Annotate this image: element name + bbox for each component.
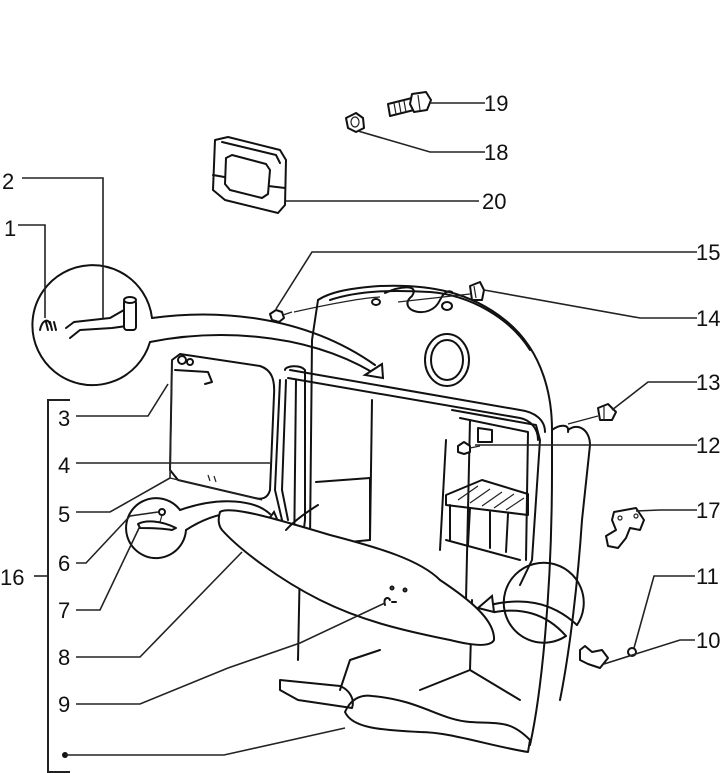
leader-3 xyxy=(76,383,169,417)
hook-part-17 xyxy=(605,507,645,549)
leader-6 xyxy=(76,511,159,564)
callout-8: 8 xyxy=(58,645,71,670)
leader-15 xyxy=(275,251,697,310)
callout-4: 4 xyxy=(58,453,71,478)
door-corner-lead xyxy=(169,477,263,501)
dash-14 xyxy=(397,293,471,303)
callout-10: 10 xyxy=(696,628,720,653)
dash-13 xyxy=(567,415,599,425)
callout-17: 17 xyxy=(696,498,720,523)
callout-12: 12 xyxy=(696,433,720,458)
detail-circle-hinge xyxy=(31,264,385,387)
callout-20: 20 xyxy=(482,189,507,214)
leader-8 xyxy=(76,551,243,658)
callout-9: 9 xyxy=(58,692,71,717)
callout-6: 6 xyxy=(58,551,71,576)
callout-11: 11 xyxy=(696,564,719,589)
leader-5 xyxy=(76,359,173,513)
leader-11 xyxy=(633,575,695,649)
leader-13 xyxy=(611,381,697,411)
leader-2 xyxy=(22,177,104,318)
leader-18 xyxy=(357,130,485,153)
leader-17 xyxy=(635,509,697,512)
clip-part-13 xyxy=(597,403,617,421)
callout-7: 7 xyxy=(58,598,71,623)
grommet-part-20 xyxy=(212,136,287,214)
leader-10 xyxy=(603,639,695,665)
bolt-part-19 xyxy=(387,91,432,117)
leader-14 xyxy=(483,289,697,319)
leader-16-body xyxy=(65,727,346,756)
glove-box-door xyxy=(169,353,289,521)
compartment-lid-part-8 xyxy=(217,504,496,646)
detail-circle-latch xyxy=(475,561,637,669)
screw-part-12 xyxy=(457,441,481,455)
bracket-16 xyxy=(47,399,70,773)
callout-1: 1 xyxy=(4,216,17,241)
screw-part-15 xyxy=(269,309,293,323)
callout-19: 19 xyxy=(484,91,509,116)
callout-3: 3 xyxy=(58,406,71,431)
callout-15: 15 xyxy=(696,240,720,265)
nut-part-18 xyxy=(345,112,365,133)
leader-7 xyxy=(76,525,141,611)
callout-5: 5 xyxy=(58,502,71,527)
callout-13: 13 xyxy=(696,370,720,395)
callout-18: 18 xyxy=(484,140,509,165)
leader-9 xyxy=(76,602,386,705)
leader-1 xyxy=(18,224,46,318)
callout-2: 2 xyxy=(2,169,15,194)
callout-16: 16 xyxy=(0,565,25,590)
leg-shield-body xyxy=(279,284,591,753)
callout-14: 14 xyxy=(696,306,720,331)
clip-part-14 xyxy=(469,281,485,301)
